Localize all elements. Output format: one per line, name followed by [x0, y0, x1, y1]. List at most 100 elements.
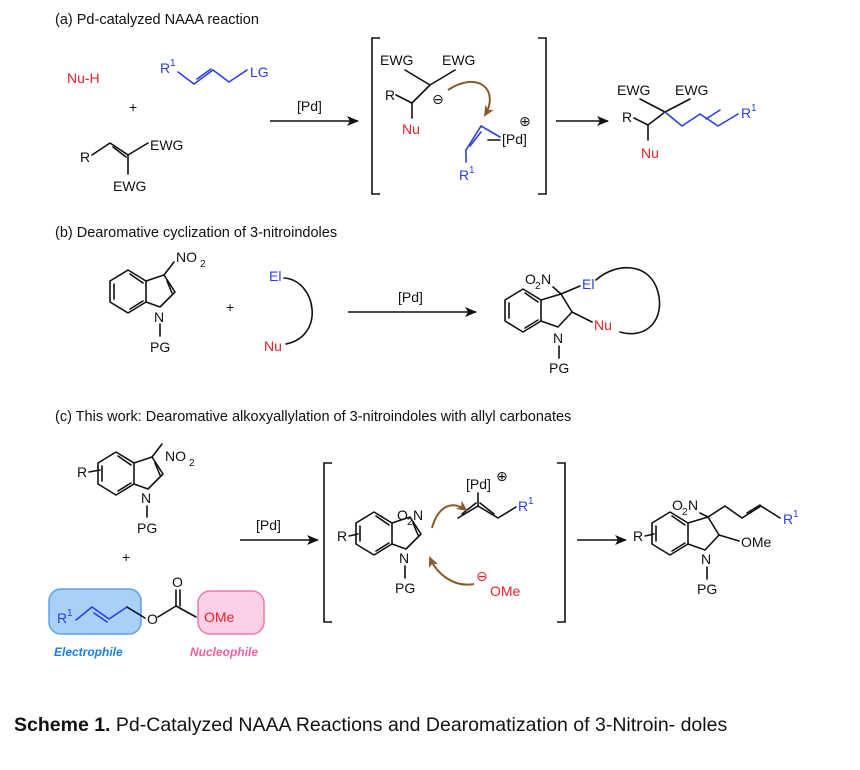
svg-text:[Pd]: [Pd] — [502, 131, 527, 147]
svg-text:N: N — [154, 309, 164, 325]
left-bracket-a — [371, 37, 380, 195]
svg-text:Nu: Nu — [264, 338, 282, 354]
svg-text:2: 2 — [535, 281, 541, 292]
nucleophile-box — [197, 590, 265, 635]
svg-text:1: 1 — [793, 509, 799, 520]
pd-plus-c: ⊕ — [496, 468, 508, 484]
plus-sign-b: + — [226, 299, 234, 315]
arrow-c-reagent: [Pd] — [256, 517, 281, 533]
svg-text:PG: PG — [549, 360, 569, 376]
methoxide-minus: ⊖ — [476, 568, 488, 584]
svg-text:2: 2 — [682, 507, 688, 518]
svg-text:LG: LG — [250, 64, 269, 80]
svg-text:El: El — [582, 276, 594, 292]
scheme-caption: Scheme 1. Pd-Catalyzed NAAA Reactions an… — [14, 712, 844, 739]
svg-text:1: 1 — [469, 165, 475, 176]
product-a: EWG EWG R Nu R 1 — [617, 82, 757, 161]
section-a: (a) Pd-catalyzed NAAA reaction Nu-H + R … — [55, 12, 757, 195]
svg-text:[Pd]: [Pd] — [466, 476, 491, 492]
svg-text:NO: NO — [165, 448, 186, 464]
svg-text:N: N — [541, 271, 551, 287]
nu-h-label: Nu-H — [67, 70, 100, 86]
left-bracket-c — [323, 462, 332, 623]
plus-sign-c: + — [122, 549, 130, 565]
svg-text:R: R — [80, 149, 90, 165]
svg-text:N: N — [688, 497, 698, 513]
nitroindole-b: NO 2 N PG — [109, 249, 206, 355]
svg-text:R: R — [337, 528, 347, 544]
svg-text:N: N — [141, 490, 151, 506]
svg-text:R: R — [741, 105, 751, 121]
svg-text:R: R — [633, 528, 643, 544]
svg-text:EWG: EWG — [380, 52, 413, 68]
svg-text:El: El — [269, 268, 281, 284]
svg-text:2: 2 — [189, 458, 195, 469]
section-b: (b) Dearomative cyclization of 3-nitroin… — [55, 225, 661, 376]
section-a-heading: (a) Pd-catalyzed NAAA reaction — [55, 12, 259, 28]
reaction-scheme: (a) Pd-catalyzed NAAA reaction Nu-H + R … — [48, 12, 799, 659]
michael-acceptor: R EWG EWG — [80, 137, 183, 194]
svg-text:2: 2 — [200, 259, 206, 270]
svg-text:PG: PG — [137, 520, 157, 536]
allyl-carbonate: R 1 O O OMe Electrophile Nucleophile — [48, 574, 265, 659]
svg-text:R: R — [518, 498, 528, 514]
intermediate-c: R O 2 N N PG [Pd] ⊕ R 1 ⊖ OMe — [337, 468, 534, 599]
electrophile-box — [48, 588, 142, 635]
svg-text:O: O — [397, 507, 408, 523]
svg-text:NO: NO — [176, 249, 197, 265]
arrow-b-reagent: [Pd] — [398, 289, 423, 305]
product-c: R O 2 N R 1 OMe N PG — [633, 497, 799, 597]
el-nu-reagent: El Nu — [264, 268, 313, 354]
svg-text:EWG: EWG — [150, 137, 183, 153]
svg-text:OMe: OMe — [204, 609, 235, 625]
svg-text:R: R — [385, 87, 395, 103]
svg-text:OMe: OMe — [741, 534, 772, 550]
svg-text:2: 2 — [407, 517, 413, 528]
section-c-heading: (c) This work: Dearomative alkoxyallylat… — [55, 409, 571, 425]
svg-text:R: R — [622, 109, 632, 125]
svg-text:EWG: EWG — [442, 52, 475, 68]
section-c: (c) This work: Dearomative alkoxyallylat… — [48, 409, 799, 659]
curly-arrow-c1 — [431, 500, 468, 529]
nucleophile-label: Nucleophile — [190, 645, 258, 659]
caption-text: Pd-Catalyzed NAAA Reactions and Dearomat… — [110, 714, 728, 736]
electrophile-label: Electrophile — [54, 645, 123, 659]
svg-text:PG: PG — [150, 339, 170, 355]
svg-text:O: O — [172, 574, 183, 590]
curly-arrow-a — [447, 80, 494, 117]
svg-text:O: O — [147, 611, 158, 627]
svg-text:PG: PG — [697, 581, 717, 597]
curly-arrow-c2 — [428, 556, 475, 586]
svg-text:O: O — [672, 497, 683, 513]
nitroindole-c: NO 2 R N PG — [77, 443, 195, 536]
arrow-a-reagent: [Pd] — [297, 98, 322, 114]
svg-text:EWG: EWG — [617, 82, 650, 98]
svg-text:O: O — [525, 271, 536, 287]
svg-text:R: R — [783, 511, 793, 527]
product-b: O 2 N El Nu N PG — [504, 267, 661, 376]
svg-text:Nu: Nu — [402, 121, 420, 137]
right-bracket-c — [557, 462, 566, 623]
svg-text:1: 1 — [170, 58, 176, 69]
svg-text:N: N — [413, 507, 423, 523]
svg-text:EWG: EWG — [675, 82, 708, 98]
methoxide-label: OMe — [490, 583, 521, 599]
allyl-lg-reagent: R 1 LG — [160, 58, 269, 85]
plus-sign: + — [129, 99, 137, 115]
carbanion-minus: ⊖ — [432, 91, 444, 107]
svg-text:N: N — [553, 330, 563, 346]
section-b-heading: (b) Dearomative cyclization of 3-nitroin… — [55, 225, 337, 241]
svg-text:N: N — [399, 550, 409, 566]
svg-text:EWG: EWG — [113, 178, 146, 194]
svg-text:R: R — [77, 464, 87, 480]
svg-text:1: 1 — [67, 608, 73, 619]
svg-text:1: 1 — [751, 103, 757, 114]
svg-text:Nu: Nu — [594, 317, 612, 333]
caption-label: Scheme 1. — [14, 714, 111, 736]
svg-text:R: R — [160, 60, 170, 76]
pd-plus: ⊕ — [519, 113, 531, 129]
svg-text:N: N — [701, 551, 711, 567]
svg-text:R: R — [57, 610, 67, 626]
svg-text:1: 1 — [528, 496, 534, 507]
right-bracket-a — [538, 37, 547, 195]
